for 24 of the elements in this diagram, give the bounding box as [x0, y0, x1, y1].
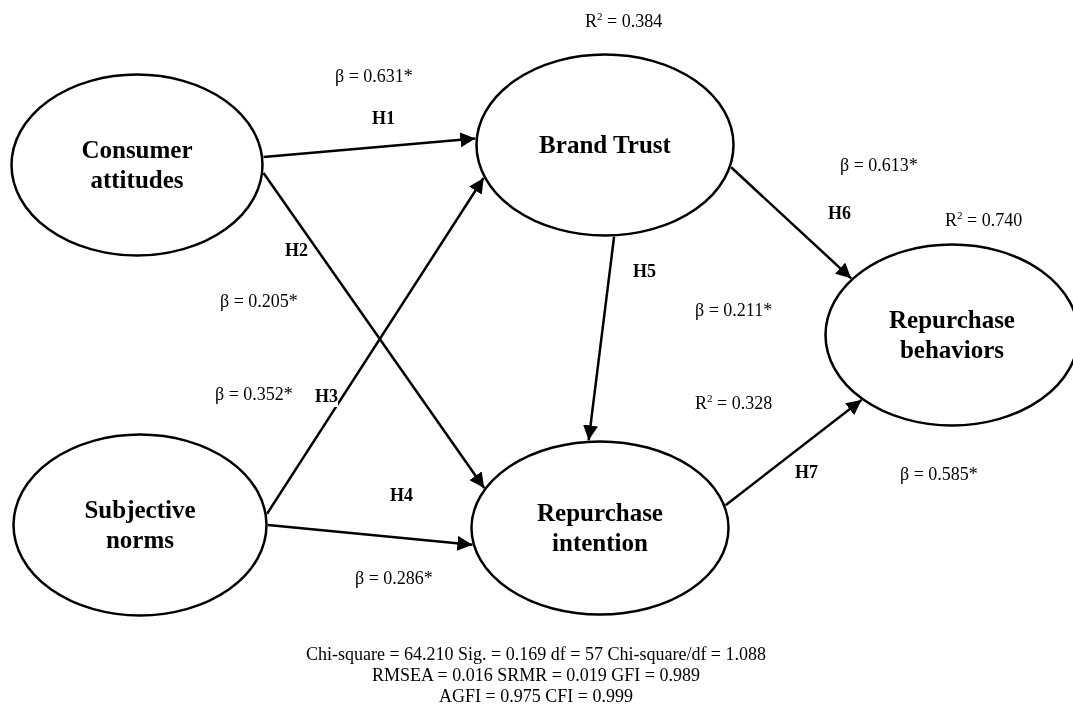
coefficient-label: β = 0.631* [335, 67, 413, 87]
coefficient-label: β = 0.352* [215, 385, 293, 405]
fit-statistics-note: AGFI = 0.975 CFI = 0.999 [439, 687, 633, 707]
coefficient-label: β = 0.585* [900, 465, 978, 485]
fit-statistics-note: Chi-square = 64.210 Sig. = 0.169 df = 57 Chi-square/df = 1.088 [305, 645, 767, 665]
path-arrow [267, 523, 473, 551]
path-arrow [724, 399, 863, 507]
construct-name: Repurchase behaviors [888, 305, 1016, 365]
path-arrow [263, 132, 476, 159]
path-arrow [730, 166, 852, 280]
construct-name: Subjective norms [83, 495, 197, 555]
path-arrow [583, 236, 616, 441]
coefficient-label: β = 0.205* [220, 292, 298, 312]
coefficient-label: β = 0.211* [695, 301, 773, 321]
construct-name: Consumer attitudes [80, 135, 194, 195]
coefficient-label: R$^{2}$ = 0.328 [695, 392, 773, 414]
hypothesis-label: H3 [315, 387, 338, 407]
coefficient-label: β = 0.286* [355, 569, 433, 589]
coefficient-label: R$^{2}$ = 0.740 [945, 209, 1023, 231]
coefficient-label: R$^{2}$ = 0.384 [585, 10, 663, 32]
fit-statistics-note: RMSEA = 0.016 SRMR = 0.019 GFI = 0.989 [372, 666, 700, 686]
construct-name: Brand Trust [539, 130, 671, 160]
coefficient-label: β = 0.613* [840, 156, 918, 176]
construct-name: Repurchase intention [536, 498, 664, 558]
